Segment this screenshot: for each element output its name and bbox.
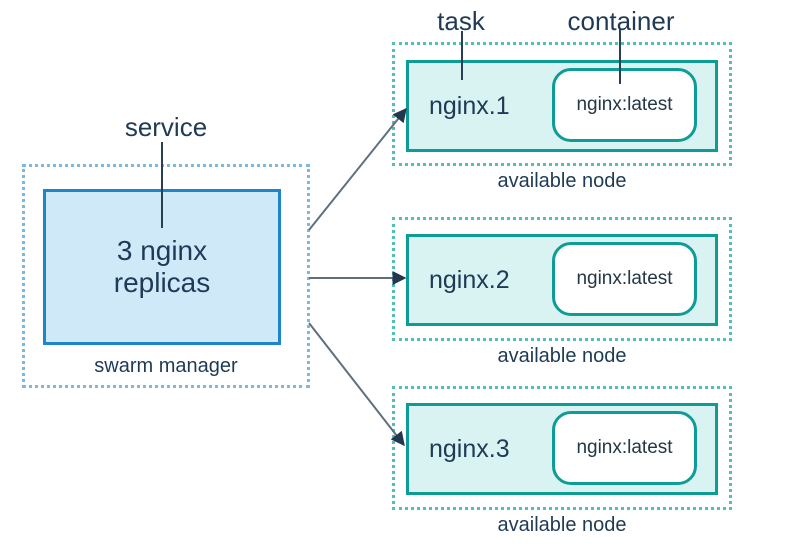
task-label: task [437, 6, 485, 36]
container-box-1: nginx:latest [552, 68, 697, 142]
swarm-manager-caption: swarm manager [94, 355, 238, 377]
service-box-line1: 3 nginx [116, 234, 208, 266]
node-dotted-box-3 [392, 386, 732, 510]
container-box-3: nginx:latest [552, 411, 697, 485]
node-caption-1: available node [497, 170, 627, 192]
node-caption-2: available node [497, 345, 627, 367]
task-name: nginx.1 [429, 91, 510, 120]
service-box: 3 nginx replicas [43, 189, 281, 345]
swarm-manager-dotted-box [22, 164, 310, 388]
node-dotted-box-1 [392, 42, 732, 166]
container-image: nginx:latest [576, 94, 673, 115]
task-name: nginx.3 [429, 434, 510, 463]
task-name: nginx.2 [429, 265, 510, 294]
arrow-to-node-3 [308, 322, 405, 447]
service-box-line2: replicas [113, 267, 211, 298]
container-image: nginx:latest [576, 437, 673, 458]
container-label: container [567, 6, 675, 36]
service-label: service [124, 112, 208, 142]
container-image: nginx:latest [576, 268, 673, 289]
container-box-2: nginx:latest [552, 242, 697, 316]
node-caption-3: available node [497, 514, 627, 536]
